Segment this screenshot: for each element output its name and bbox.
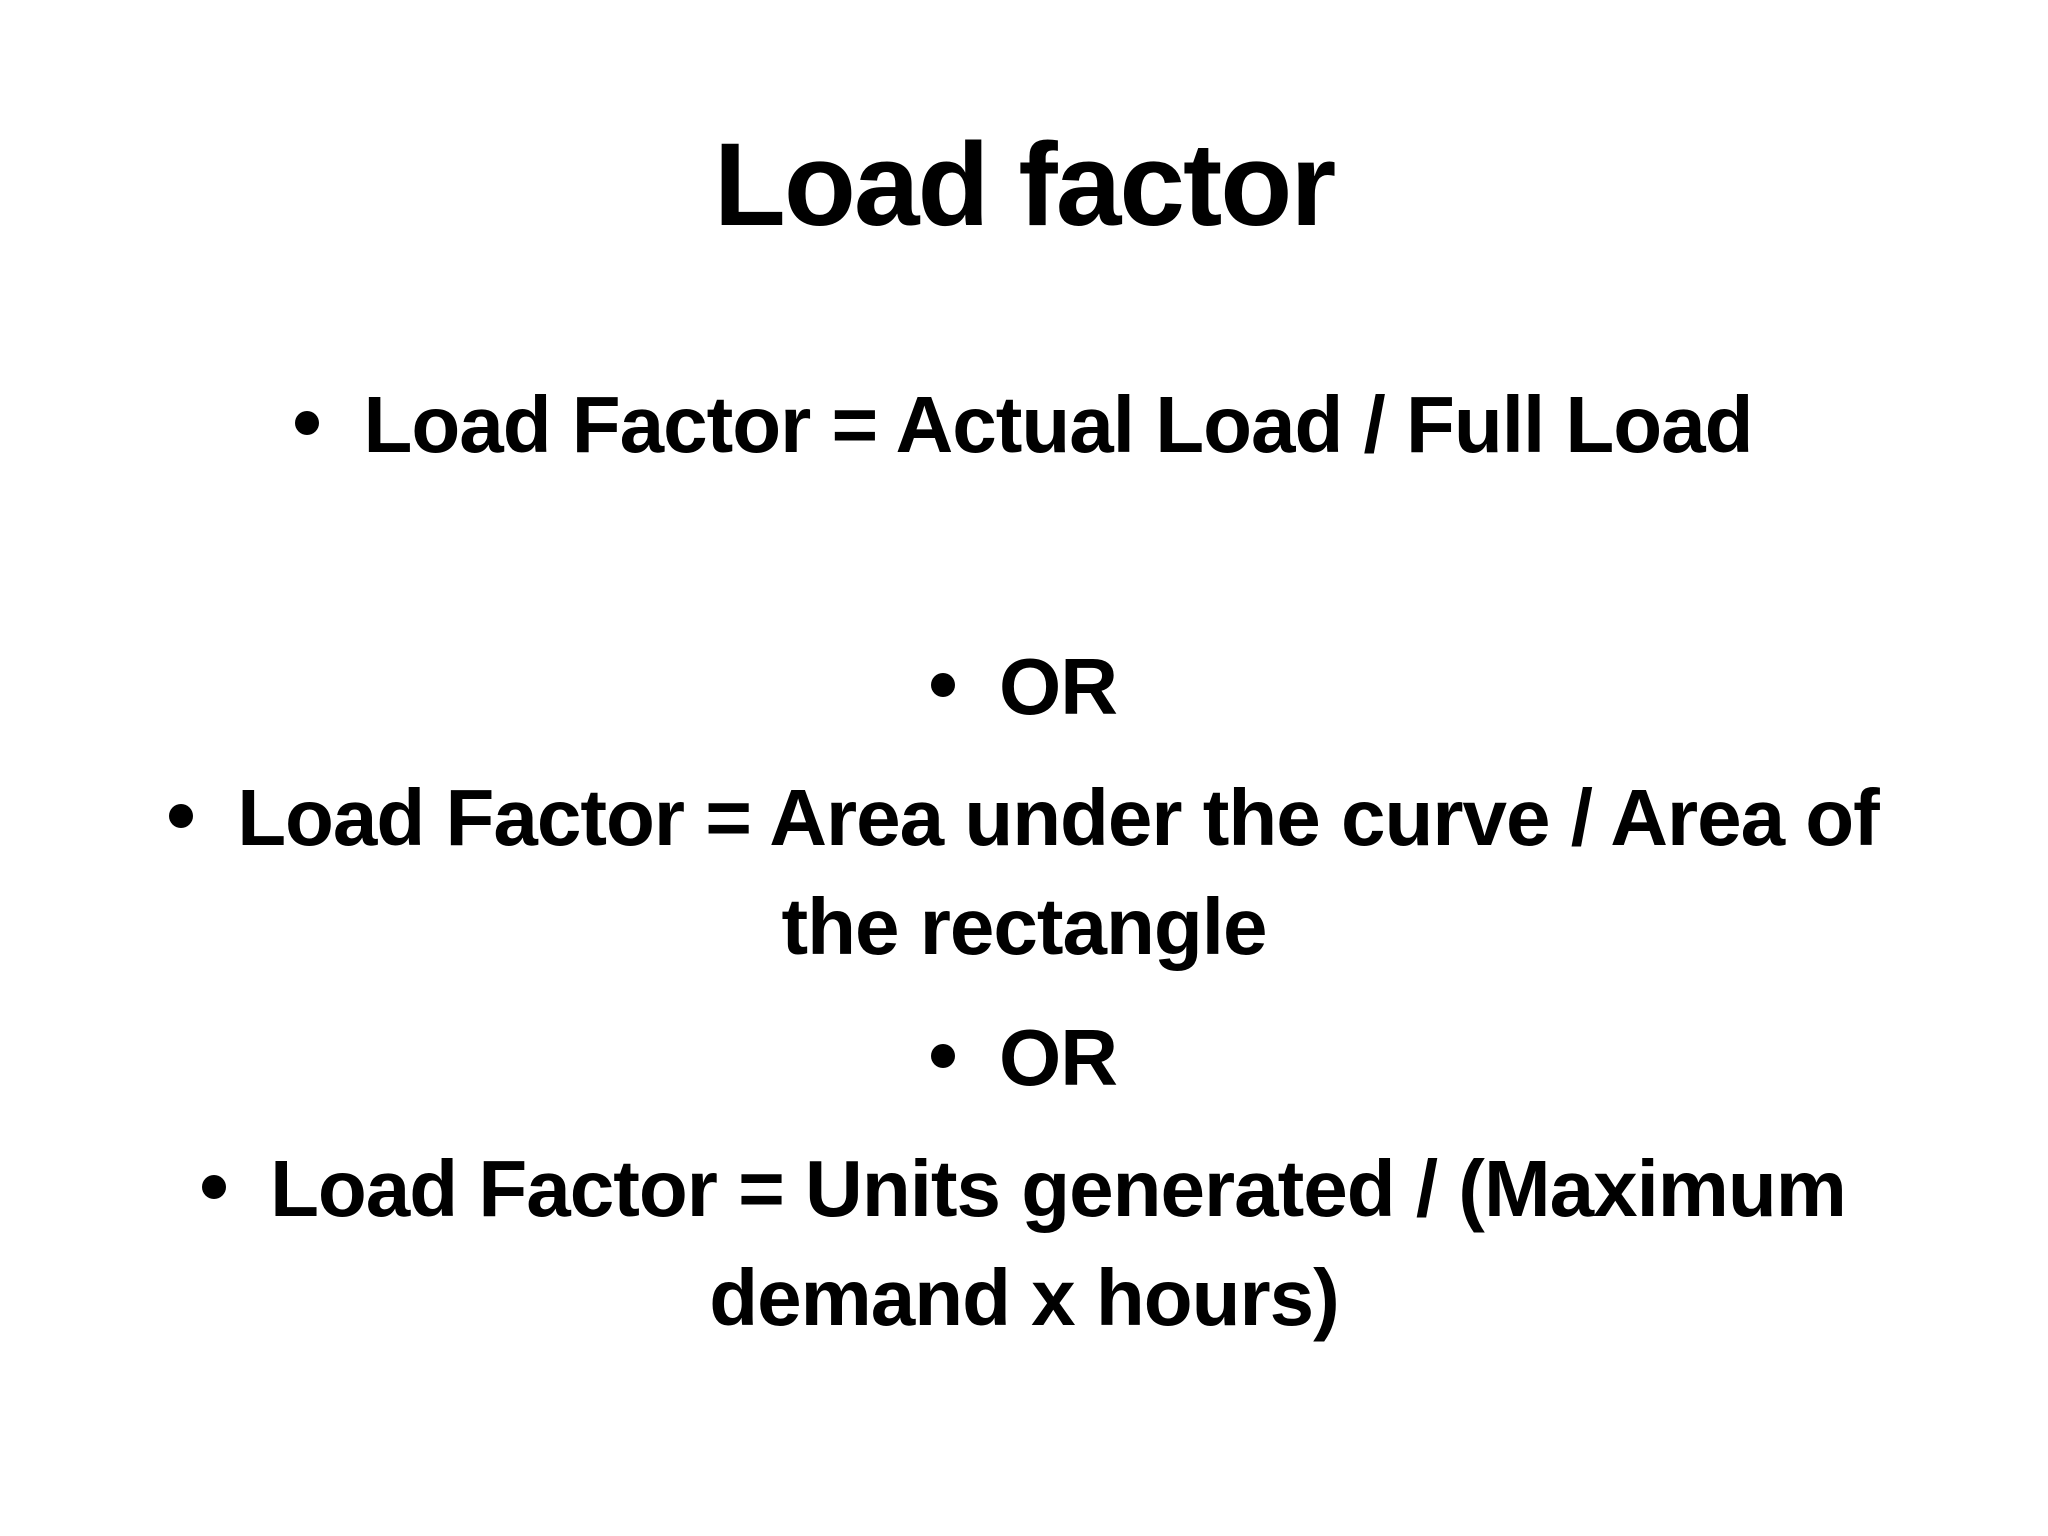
bullet-item: OR [64, 1003, 1984, 1112]
bullet-item: Load Factor = Units generated / (Maximum… [64, 1134, 1984, 1352]
blank-line [64, 501, 1984, 610]
slide-body: Load Factor = Actual Load / Full Load OR… [64, 370, 1984, 1374]
bullet-text-line: Load Factor = Area under the curve / Are… [237, 773, 1880, 862]
bullet-text-line: OR [999, 642, 1118, 731]
bullet-text-line: Load Factor = Actual Load / Full Load [363, 380, 1753, 469]
bullet-dot-icon [931, 672, 955, 697]
bullet-text-line: Load Factor = Units generated / (Maximum [270, 1144, 1847, 1233]
bullet-item: Load Factor = Actual Load / Full Load [64, 370, 1984, 479]
bullet-text-line: OR [999, 1013, 1118, 1102]
bullet-dot-icon [295, 410, 320, 435]
bullet-text-line: the rectangle [781, 882, 1268, 971]
bullet-item: OR [64, 632, 1984, 741]
bullet-item: Load Factor = Area under the curve / Are… [64, 763, 1984, 981]
slide-title: Load factor [713, 119, 1337, 251]
bullet-text-line: demand x hours) [709, 1253, 1340, 1342]
bullet-dot-icon [202, 1174, 227, 1199]
bullet-dot-icon [169, 803, 194, 828]
bullet-dot-icon [931, 1043, 955, 1068]
